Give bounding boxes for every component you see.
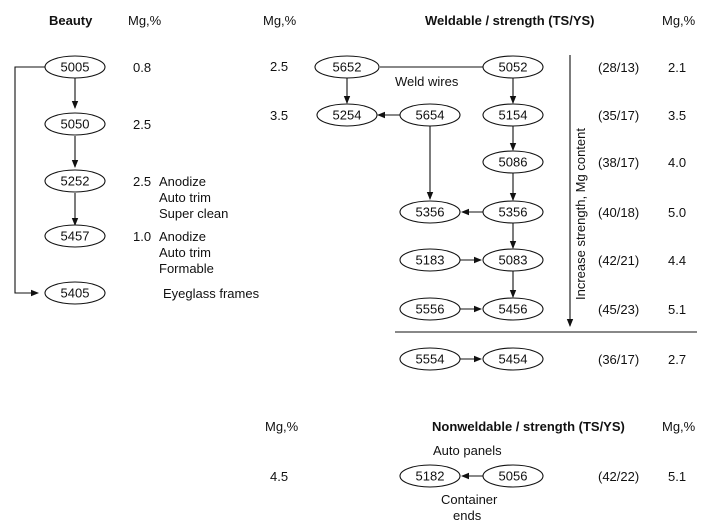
mg-header-right: Mg,% — [662, 13, 696, 28]
container-label: Container — [441, 492, 498, 507]
alloy-node-5405: 5405 — [44, 281, 106, 305]
auto-panels-label: Auto panels — [433, 443, 502, 458]
mg-value-weld-2: 3.5 — [270, 108, 288, 123]
alloy-node-5183: 5183 — [399, 248, 461, 272]
nonweldable-header: Nonweldable / strength (TS/YS) — [432, 419, 625, 434]
svg-text:5554: 5554 — [416, 352, 445, 367]
alloy-node-5252: 5252 — [44, 169, 106, 193]
use-label-5252-anodize: Anodize — [159, 174, 206, 189]
svg-text:5457: 5457 — [61, 229, 90, 244]
beauty-column: 5005 5050 5252 5457 5405 0.8 2.5 2.5 1.0… — [14, 55, 260, 305]
mg-header-bottom-left: Mg,% — [265, 419, 299, 434]
alloy-node-5154: 5154 — [482, 103, 544, 127]
strength-5356: (40/18) — [598, 205, 639, 220]
trend-label: Increase strength, Mg content — [573, 128, 588, 300]
strength-5083: (42/21) — [598, 253, 639, 268]
svg-text:5252: 5252 — [61, 174, 90, 189]
alloy-node-5554: 5554 — [399, 347, 461, 371]
svg-text:5183: 5183 — [416, 253, 445, 268]
alloy-node-5456: 5456 — [482, 297, 544, 321]
alloy-node-5356: 5356 — [482, 200, 544, 224]
alloy-node-5356-wire: 5356 — [399, 200, 461, 224]
use-label-5457-formable: Formable — [159, 261, 214, 276]
mg-value-5182: 4.5 — [270, 469, 288, 484]
weld-wires-group: 2.5 3.5 Weld wires 5652 5254 5654 5356 — [270, 55, 483, 224]
alloy-node-5654: 5654 — [399, 103, 461, 127]
svg-text:5052: 5052 — [499, 60, 528, 75]
svg-text:5086: 5086 — [499, 155, 528, 170]
alloy-node-5454: 5454 — [482, 347, 544, 371]
strength-5086: (38/17) — [598, 155, 639, 170]
mg-value-5050: 2.5 — [133, 117, 151, 132]
weld-wires-label: Weld wires — [395, 74, 459, 89]
alloy-node-5050: 5050 — [44, 112, 106, 136]
mg-value-5052: 2.1 — [668, 60, 686, 75]
weldable-chain: 5052 5154 5086 5356 5083 5456 5183 5556 — [395, 55, 697, 333]
mg-header-left-2: Mg,% — [263, 13, 297, 28]
alloy-node-5457: 5457 — [44, 224, 106, 248]
nonweldable-group: Mg,% Nonweldable / strength (TS/YS) Mg,%… — [265, 419, 696, 523]
svg-text:5182: 5182 — [416, 469, 445, 484]
beauty-bracket-connector — [14, 66, 45, 297]
alloy-node-5005: 5005 — [44, 55, 106, 79]
alloy-node-5556: 5556 — [399, 297, 461, 321]
alloy-node-5182: 5182 — [399, 464, 461, 488]
use-label-5457-anodize: Anodize — [159, 229, 206, 244]
mg-value-5252: 2.5 — [133, 174, 151, 189]
svg-text:5056: 5056 — [499, 469, 528, 484]
below-divider-group: 5554 5454 (36/17) 2.7 — [399, 347, 686, 371]
mg-value-5083: 4.4 — [668, 253, 686, 268]
mg-value-5454: 2.7 — [668, 352, 686, 367]
alloy-node-5086: 5086 — [482, 150, 544, 174]
strength-5456: (45/23) — [598, 302, 639, 317]
use-label-5252-auto-trim: Auto trim — [159, 190, 211, 205]
svg-text:5154: 5154 — [499, 108, 528, 123]
strength-5454: (36/17) — [598, 352, 639, 367]
mg-value-5456: 5.1 — [668, 302, 686, 317]
strength-5056: (42/22) — [598, 469, 639, 484]
mg-header-left-1: Mg,% — [128, 13, 162, 28]
use-label-5252-super-clean: Super clean — [159, 206, 228, 221]
mg-value-weld-1: 2.5 — [270, 59, 288, 74]
mg-value-5056: 5.1 — [668, 469, 686, 484]
strength-5154: (35/17) — [598, 108, 639, 123]
svg-text:5405: 5405 — [61, 286, 90, 301]
alloy-node-5083: 5083 — [482, 248, 544, 272]
alloy-node-5254: 5254 — [316, 103, 378, 127]
svg-text:5456: 5456 — [499, 302, 528, 317]
mg-value-5356: 5.0 — [668, 205, 686, 220]
mg-value-5005: 0.8 — [133, 60, 151, 75]
svg-text:5454: 5454 — [499, 352, 528, 367]
svg-text:5654: 5654 — [416, 108, 445, 123]
weldable-header: Weldable / strength (TS/YS) — [425, 13, 595, 28]
alloy-node-5056: 5056 — [482, 464, 544, 488]
svg-text:5356: 5356 — [416, 205, 445, 220]
strength-5052: (28/13) — [598, 60, 639, 75]
svg-text:5005: 5005 — [61, 60, 90, 75]
svg-text:5356: 5356 — [499, 205, 528, 220]
mg-value-5457: 1.0 — [133, 229, 151, 244]
mg-value-5154: 3.5 — [668, 108, 686, 123]
svg-text:5254: 5254 — [333, 108, 362, 123]
alloy-node-5652: 5652 — [314, 55, 380, 79]
use-label-5405-eyeglass: Eyeglass frames — [163, 286, 260, 301]
mg-value-5086: 4.0 — [668, 155, 686, 170]
svg-text:5652: 5652 — [333, 60, 362, 75]
beauty-header: Beauty — [49, 13, 93, 28]
svg-text:5556: 5556 — [416, 302, 445, 317]
use-label-5457-auto-trim: Auto trim — [159, 245, 211, 260]
mg-header-bottom-right: Mg,% — [662, 419, 696, 434]
ends-label: ends — [453, 508, 482, 523]
svg-text:5083: 5083 — [499, 253, 528, 268]
alloy-node-5052: 5052 — [482, 55, 544, 79]
svg-text:5050: 5050 — [61, 117, 90, 132]
